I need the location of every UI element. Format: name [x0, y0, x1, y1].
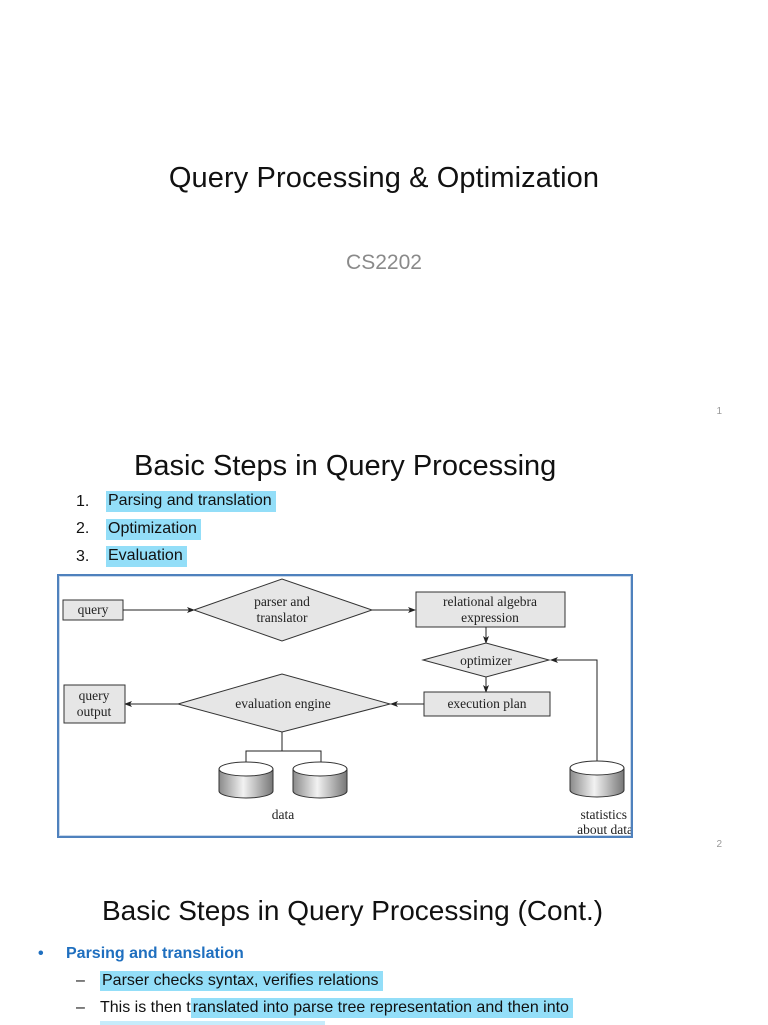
page-number: 2: [716, 839, 722, 850]
bullet-marker: •: [38, 945, 44, 962]
highlighted-text: ranslated into parse tree representation…: [190, 998, 573, 1018]
parser-translator-node: parser and translator: [192, 578, 374, 642]
bullet-text: Parsing and translation: [66, 945, 244, 962]
steps-list: 1. Parsing and translation 2. Optimizati…: [76, 488, 276, 571]
database-icon: [218, 761, 274, 799]
list-number: 2.: [76, 520, 90, 538]
plain-text: This is then t: [100, 999, 191, 1016]
list-number: 3.: [76, 547, 90, 565]
slide-title: Query Processing & Optimization: [168, 162, 600, 194]
query-output-node: query output: [63, 684, 126, 724]
bullet-item: • Parsing and translation: [38, 945, 244, 963]
highlight-continuation: [100, 1021, 325, 1025]
node-label: evaluation engine: [235, 696, 331, 711]
highlighted-text: Parsing and translation: [106, 491, 276, 513]
statistics-label: statistics: [581, 807, 628, 822]
slide-title: Basic Steps in Query Processing: [134, 450, 557, 482]
list-number: 1.: [76, 492, 90, 510]
dash-marker: –: [76, 999, 85, 1016]
node-label: execution plan: [447, 696, 526, 711]
execution-plan-node: execution plan: [423, 691, 551, 717]
relational-algebra-node: relational algebra expression: [415, 591, 566, 628]
query-node: query: [62, 599, 124, 621]
statistics-label: about data: [577, 822, 631, 836]
list-item: 3. Evaluation: [76, 543, 276, 571]
node-label: parser and: [254, 594, 310, 609]
data-label: data: [272, 807, 295, 822]
slide-1: Query Processing & Optimization CS2202 1: [0, 0, 768, 430]
dash-marker: –: [76, 972, 85, 989]
database-icon: [292, 761, 348, 799]
query-processing-diagram: query parser and translator relational a…: [57, 574, 633, 838]
slide-2: Basic Steps in Query Processing 1. Parsi…: [0, 430, 768, 865]
slide-title: Basic Steps in Query Processing (Cont.): [102, 895, 604, 926]
slide-3: Basic Steps in Query Processing (Cont.) …: [0, 865, 768, 1025]
node-label: relational algebra: [443, 594, 537, 609]
connector: [245, 750, 322, 766]
node-label: translator: [257, 610, 308, 625]
optimizer-node: optimizer: [421, 642, 551, 678]
node-label: output: [77, 704, 112, 719]
node-label: query: [78, 602, 109, 617]
arrow: [550, 657, 598, 768]
highlighted-text: Optimization: [106, 518, 201, 540]
page-number: 1: [716, 406, 722, 417]
sub-bullet-item: –Parser checks syntax, verifies relation…: [76, 971, 383, 991]
highlighted-text: Parser checks syntax, verifies relations: [100, 971, 383, 991]
node-label: query: [79, 688, 110, 703]
slide-subtitle: CS2202: [346, 251, 422, 274]
list-item: 1. Parsing and translation: [76, 488, 276, 516]
node-label: optimizer: [460, 653, 512, 668]
statistics-database-icon: [569, 760, 625, 798]
list-item: 2. Optimization: [76, 516, 276, 544]
highlighted-text: Evaluation: [106, 546, 187, 568]
evaluation-engine-node: evaluation engine: [176, 673, 392, 733]
node-label: expression: [461, 610, 519, 625]
